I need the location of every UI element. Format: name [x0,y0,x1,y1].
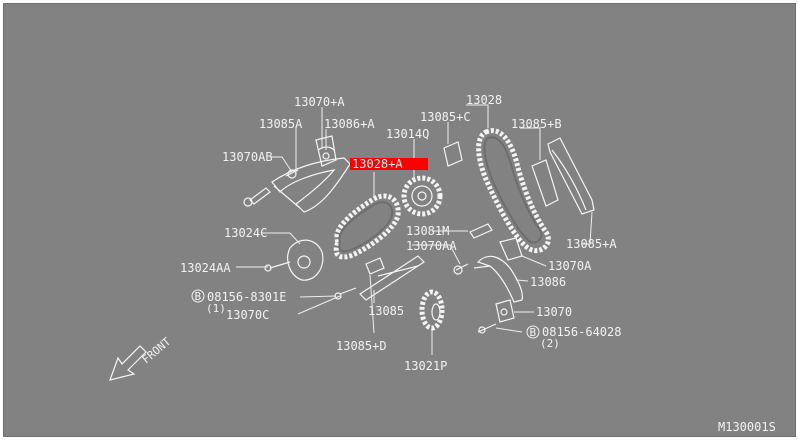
chain-guide-13086 [473,255,523,303]
label-13070aa: 13070AA [406,239,457,253]
label-08156-64028: 08156-64028 [542,325,621,339]
highlight-13028a [350,158,428,170]
bolt-b-marker-left [191,289,205,303]
label-13028: 13028 [466,93,502,107]
label-13086: 13086 [530,275,566,289]
label-13085d-plus: 13085+D [336,339,387,353]
bolt-13070ab [243,187,271,207]
label-13028a-plus[interactable]: 13028+A [352,157,403,171]
chain-guide-13085b [531,159,559,207]
label-13070: 13070 [536,305,572,319]
sprocket-13014q [401,175,443,217]
label-13021p: 13021P [404,359,447,373]
b-marker-right: B [530,326,537,339]
label-13085a-plus: 13085+A [566,237,617,251]
tensioner-13070a-right [499,237,523,261]
bolt-08156-8301e [334,287,357,300]
label-13086a-plus: 13086+A [324,117,375,131]
label-13081m: 13081M [406,224,449,238]
bolt-b-marker-right [526,325,540,339]
diagram-frame [3,3,796,437]
right-timing-chain [476,128,551,254]
label-13085b-plus: 13085+B [511,117,562,131]
label-13085c-plus: 13085+C [420,110,471,124]
chain-guide-13085d [365,257,385,275]
b-marker-left: B [195,290,202,303]
label-13085a: 13085A [259,117,303,131]
chain-guide-13085 [359,255,425,301]
label-13024c: 13024C [224,226,267,240]
front-arrow-icon [109,345,147,381]
tensioner-13070a [315,135,337,167]
diagram-code: M130001S [718,420,776,434]
bolt-13070aa [453,263,469,275]
chain-guide-13085a-right [547,137,595,215]
label-13085: 13085 [368,304,404,318]
label-08156-8301e: 08156-8301E [207,290,286,304]
label-13070a: 13070A [548,259,592,273]
label-13070ab: 13070AB [222,150,273,164]
crank-sprocket-13021p [419,289,445,331]
label-qty-2: (2) [540,337,560,350]
label-13070c: 13070C [226,308,269,322]
leader-lines [236,104,593,355]
label-13024aa: 13024AA [180,261,231,275]
label-qty-1: (1) [206,302,226,315]
label-13070a-plus: 13070+A [294,95,345,109]
chain-guide-13086a [271,157,351,213]
tensioner-13081m [469,223,493,239]
chain-guide-13085c [443,141,463,167]
label-13014q: 13014Q [386,127,429,141]
left-timing-chain [333,193,401,260]
bolt-13024aa [264,261,291,272]
tensioner-13070 [495,299,515,323]
bolt-08156-64028 [477,323,497,334]
chain-cover-13024c [287,239,324,281]
